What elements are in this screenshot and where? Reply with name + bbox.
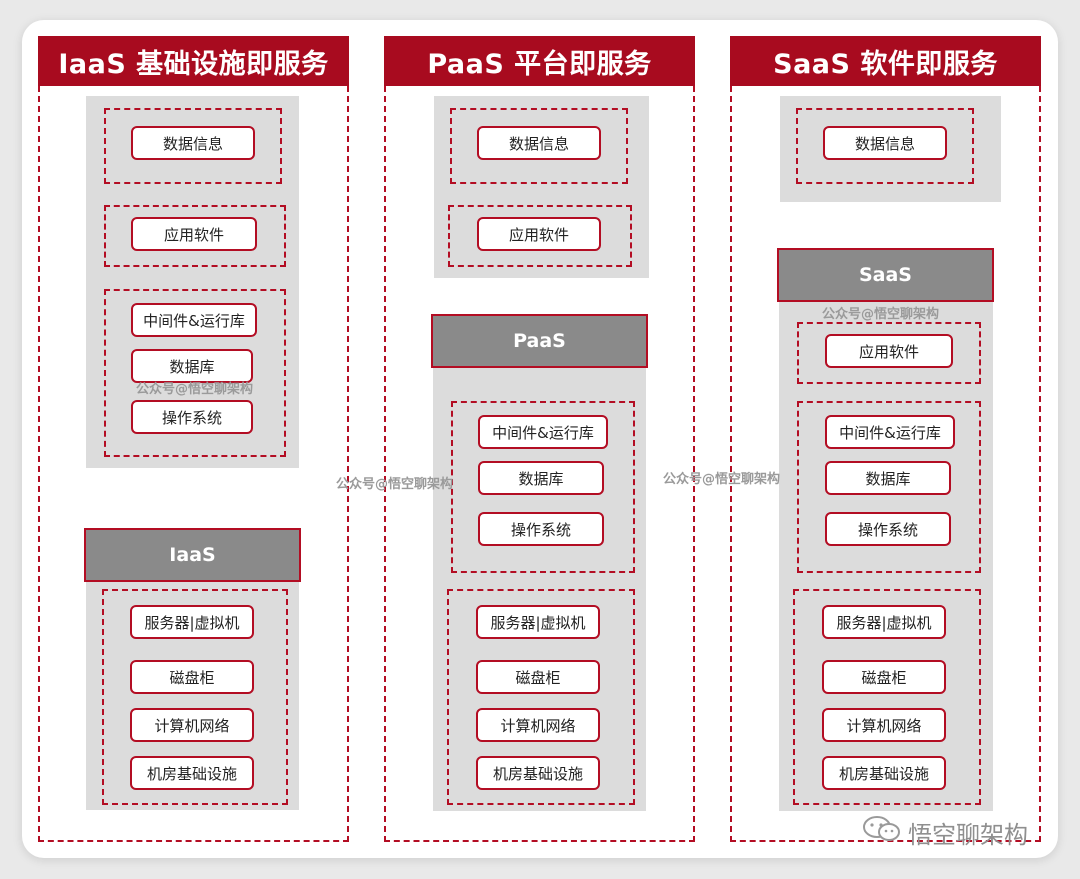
watermark-text: 公众号@悟空聊架构 — [663, 472, 781, 487]
iaas-item-facility: 机房基础设施 — [130, 756, 254, 790]
iaas-item-network: 计算机网络 — [130, 708, 254, 742]
saas-layer-label: SaaS — [777, 248, 994, 302]
paas-item-network: 计算机网络 — [476, 708, 600, 742]
saas-data-group — [796, 108, 974, 184]
paas-item-facility: 机房基础设施 — [476, 756, 600, 790]
paas-item-app-software: 应用软件 — [477, 217, 601, 251]
saas-column-title: SaaS 软件即服务 — [730, 36, 1041, 86]
iaas-item-server: 服务器|虚拟机 — [130, 605, 254, 639]
paas-column-title: PaaS 平台即服务 — [384, 36, 695, 86]
saas-item-os: 操作系统 — [825, 512, 951, 546]
paas-column: PaaS 平台即服务 数据信息 应用软件 PaaS 中间件&运行库 数据库 操作… — [384, 36, 695, 842]
iaas-item-app-software: 应用软件 — [131, 217, 257, 251]
saas-app-group — [797, 322, 981, 384]
paas-item-disk: 磁盘柜 — [476, 660, 600, 694]
paas-item-os: 操作系统 — [478, 512, 604, 546]
iaas-column: IaaS 基础设施即服务 数据信息 应用软件 中间件&运行库 数据库 操作系统 … — [38, 36, 349, 842]
saas-infra-group — [793, 589, 981, 805]
watermark-text: 公众号@悟空聊架构 — [136, 382, 254, 397]
iaas-column-title: IaaS 基础设施即服务 — [38, 36, 349, 86]
paas-layer-label: PaaS — [431, 314, 648, 368]
iaas-data-group — [104, 108, 282, 184]
paas-infra-group — [447, 589, 635, 805]
iaas-layer-label: IaaS — [84, 528, 301, 582]
iaas-infra-group — [102, 589, 288, 805]
iaas-item-database: 数据库 — [131, 349, 253, 383]
iaas-item-middleware: 中间件&运行库 — [131, 303, 257, 337]
paas-item-data-info: 数据信息 — [477, 126, 601, 160]
saas-item-network: 计算机网络 — [822, 708, 946, 742]
saas-column: SaaS 软件即服务 数据信息 SaaS 应用软件 中间件&运行库 数据库 操作… — [730, 36, 1041, 842]
saas-runtime-group — [797, 401, 981, 573]
paas-item-server: 服务器|虚拟机 — [476, 605, 600, 639]
saas-item-server: 服务器|虚拟机 — [822, 605, 946, 639]
iaas-app-group — [104, 205, 286, 267]
wechat-icon — [862, 814, 902, 850]
saas-item-facility: 机房基础设施 — [822, 756, 946, 790]
watermark-text: 公众号@悟空聊架构 — [336, 477, 454, 492]
iaas-item-disk: 磁盘柜 — [130, 660, 254, 694]
saas-item-disk: 磁盘柜 — [822, 660, 946, 694]
watermark-text: 公众号@悟空聊架构 — [822, 307, 940, 322]
iaas-runtime-group — [104, 289, 286, 457]
iaas-item-os: 操作系统 — [131, 400, 253, 434]
saas-item-middleware: 中间件&运行库 — [825, 415, 955, 449]
brand-name: 悟空聊架构 — [908, 820, 1028, 849]
saas-item-data-info: 数据信息 — [823, 126, 947, 160]
saas-item-database: 数据库 — [825, 461, 951, 495]
paas-item-middleware: 中间件&运行库 — [478, 415, 608, 449]
paas-item-database: 数据库 — [478, 461, 604, 495]
paas-app-group — [448, 205, 632, 267]
brand-mark: 悟空聊架构 — [862, 814, 1028, 850]
paas-data-group — [450, 108, 628, 184]
saas-item-app-software: 应用软件 — [825, 334, 953, 368]
iaas-item-data-info: 数据信息 — [131, 126, 255, 160]
paas-runtime-group — [451, 401, 635, 573]
